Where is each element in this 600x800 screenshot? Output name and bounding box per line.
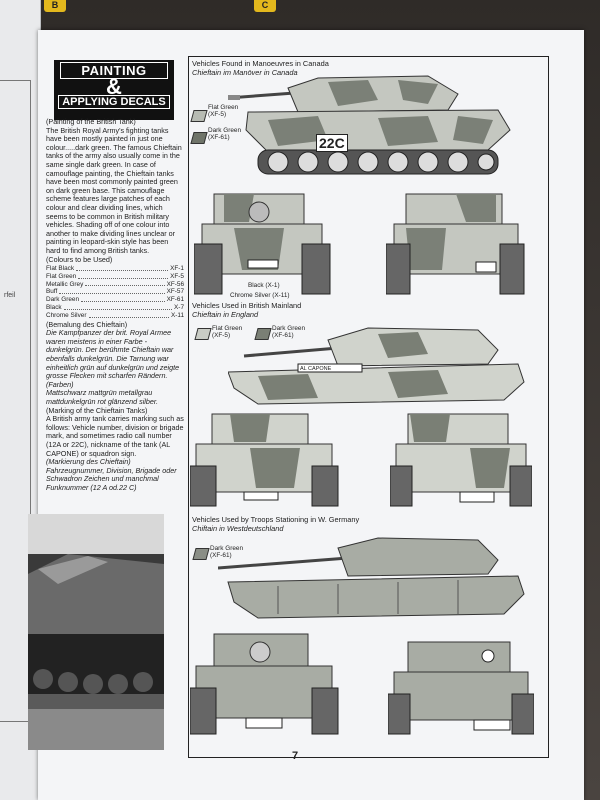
intro-heading: (Painting of the British Tank) (46, 117, 136, 126)
colour-list: Flat Black XF-1 Flat Green XF-5 Metallic G… (46, 265, 184, 320)
section1-title-en: Vehicles Found in Manoeuvres in Canada (192, 59, 329, 68)
colour-row: Flat Green XF-5 (46, 273, 184, 281)
colour-row: Black X-7 (46, 304, 184, 312)
section2-title-de: Chieftain in England (192, 309, 259, 319)
tank-front-view-england (190, 413, 339, 507)
nickname-marking: AL CAPONE (300, 366, 332, 372)
tank-rear-view-germany (388, 641, 534, 735)
colour-code: X-7 (174, 304, 184, 312)
top-clips: B C (0, 0, 600, 14)
previous-page-fragment: rfeil (4, 292, 16, 299)
german-heading: (Bemalung des Chieftain) (46, 319, 128, 329)
page-number: 7 (292, 750, 299, 762)
colour-row: Metallic Grey XF-56 (46, 281, 184, 289)
colour-code: XF-61 (166, 296, 184, 304)
callout-chrome-silver: Chrome Silver (X-11) (230, 292, 290, 299)
section3-title-de: Chiftain in Westdeutschland (192, 523, 284, 533)
marking-body: A British army tank carries marking such… (46, 414, 184, 458)
colour-name: Buff (46, 288, 58, 296)
colour-code: XF-56 (166, 280, 184, 288)
clip-right: C (254, 0, 276, 12)
colour-name: Flat Black (46, 265, 75, 273)
german-body: Die Kampfpanzer der brit. Royal Armee wa… (46, 328, 180, 381)
colour-name: Metallic Grey (46, 280, 84, 288)
clip-left: B (44, 0, 66, 12)
german-marking-body: Fahrzeugnummer, Division, Brigade oder S… (46, 465, 177, 492)
text-column: (Painting of the British Tank) The Briti… (46, 117, 184, 493)
colour-row: Dark Green XF-61 (46, 296, 184, 304)
marking-heading: (Marking of the Chieftain Tanks) (46, 405, 148, 415)
previous-page-frame (0, 80, 31, 722)
colour-code: X-11 (170, 311, 184, 319)
tank-photo (28, 514, 164, 750)
colour-row: Buff XF-57 (46, 288, 184, 296)
tank-rear-view-canada (386, 193, 525, 295)
section3-title-en: Vehicles Used by Troops Stationing in W.… (192, 515, 360, 524)
title-painting: PAINTING (60, 62, 168, 79)
title-decals: APPLYING DECALS (58, 95, 170, 109)
tank-rear-view-england (390, 413, 532, 507)
colours-heading: (Colours to be Used) (46, 254, 113, 264)
tank-front-view-germany (190, 633, 339, 735)
legend-label: Dark Green (XF-61) (210, 545, 244, 559)
section1-caption: Vehicles Found in Manoeuvres in Canada C… (192, 59, 329, 77)
colour-name: Dark Green (46, 296, 80, 304)
callout-black: Black (X-1) (248, 282, 280, 289)
tank-side-view-germany (218, 537, 525, 619)
tank-side-view-england (228, 327, 525, 405)
call-sign-marking: 22C (316, 134, 348, 152)
section2-title-en: Vehicles Used in British Mainland (192, 301, 302, 310)
tank-side-view-canada (228, 75, 511, 175)
german-colours-heading: (Farben) (46, 379, 74, 389)
colour-name: Black (46, 304, 62, 312)
tank-photo-image (28, 514, 164, 750)
colour-code: XF-1 (170, 265, 184, 273)
colour-row: Chrome Silver X-11 (46, 312, 184, 320)
legend-label: Dark Green (XF-61) (208, 127, 242, 141)
colour-name: Flat Green (46, 272, 77, 280)
intro-body: The British Royal Army's fighting tanks … (46, 125, 182, 255)
section2-caption: Vehicles Used in British Mainland Chieft… (192, 301, 302, 319)
tank-front-view-canada (194, 193, 331, 295)
illustration-frame (188, 56, 549, 758)
colour-code: XF-5 (170, 272, 184, 280)
german-marking-heading: (Markierung des Chieftain) (46, 457, 131, 467)
legend-label: Flat Green (XF-5) (212, 325, 243, 339)
colour-name: Chrome Silver (46, 311, 87, 319)
legend-label: Dark Green (XF-61) (272, 325, 306, 339)
title-ampersand: & (106, 74, 122, 99)
section3-caption: Vehicles Used by Troops Stationing in W.… (192, 515, 360, 533)
section1-title-de: Chieftain im Manöver in Canada (192, 67, 298, 77)
section-title: PAINTING & APPLYING DECALS (54, 60, 174, 120)
legend-label: Flat Green (XF-5) (208, 104, 239, 118)
colour-row: Flat Black XF-1 (46, 265, 184, 273)
german-colours-body: Mattschwarz mattgrün metallgrau mattdunk… (46, 388, 159, 407)
colour-code: XF-57 (166, 288, 184, 296)
